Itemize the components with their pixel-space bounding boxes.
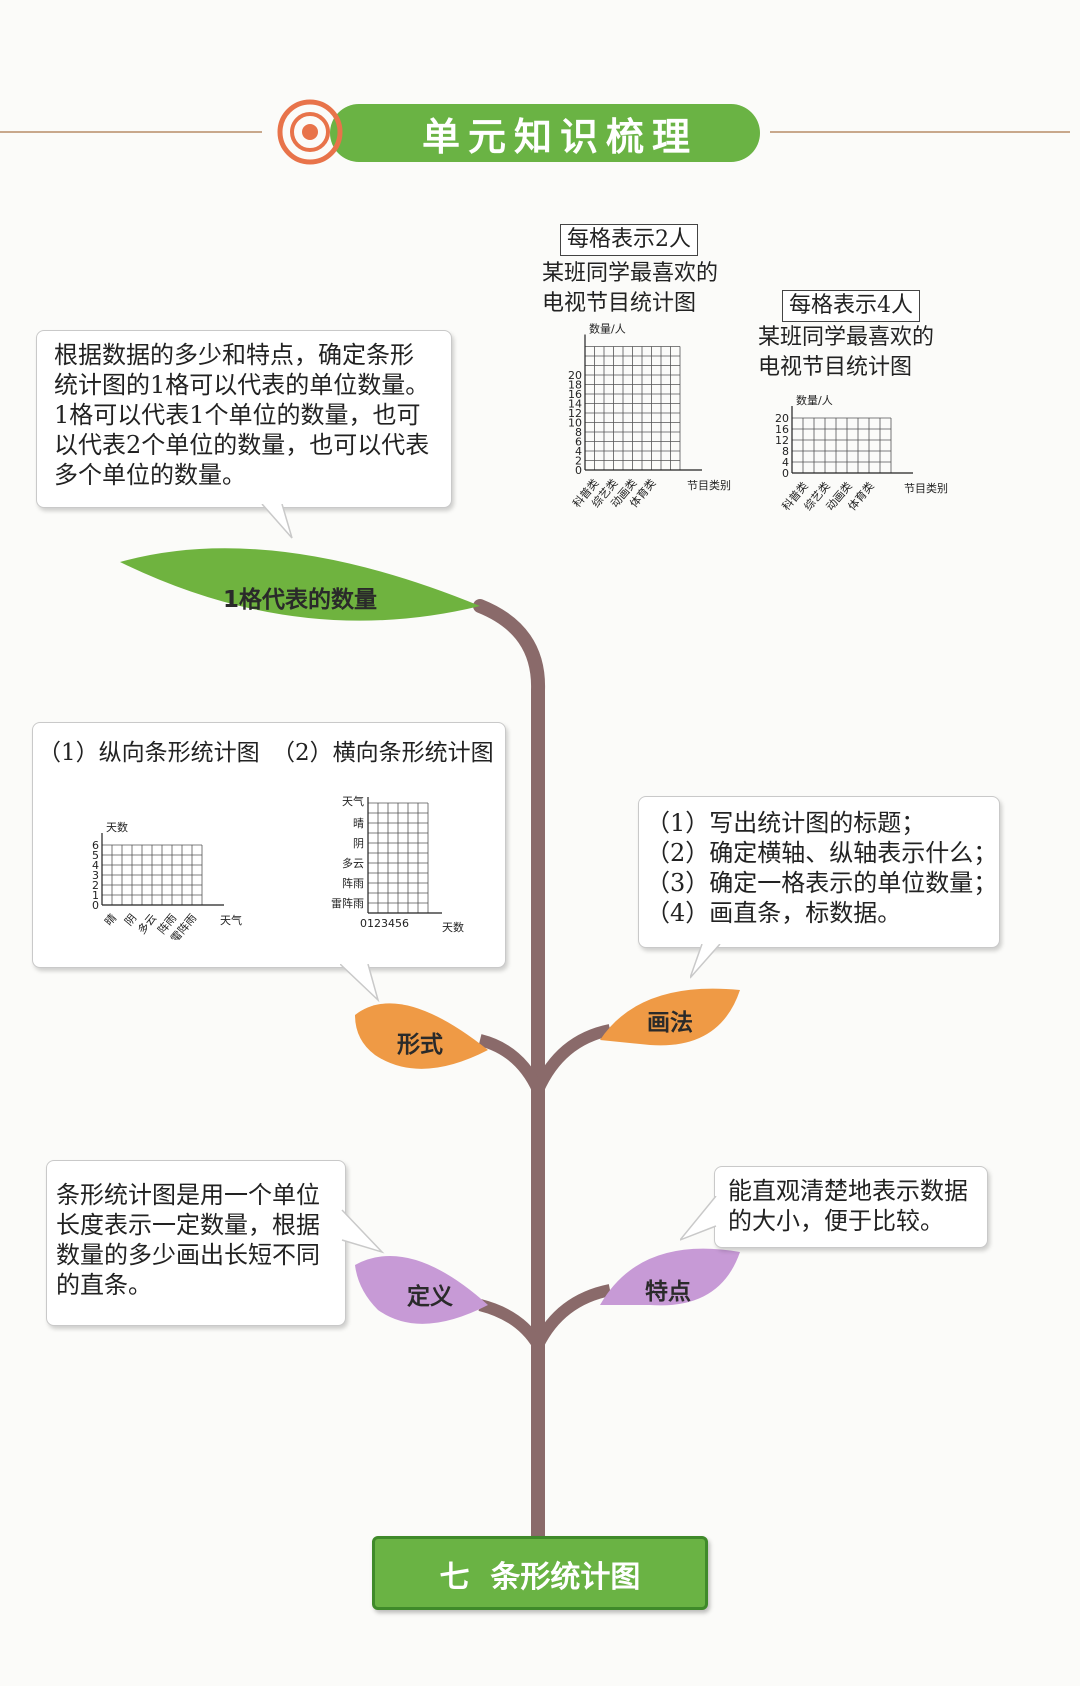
- category-label: 阴: [353, 837, 364, 850]
- y-axis-label: 天气: [342, 794, 364, 808]
- leaf-top: [120, 548, 480, 621]
- y-axis-label: 数量/人: [796, 395, 833, 407]
- root-topic-box: [372, 1536, 708, 1610]
- category-label: 雷阵雨: [331, 896, 364, 910]
- y-tick-label: 5: [92, 849, 99, 862]
- chart-right-title-line2: 电视节目统计图: [758, 355, 913, 380]
- category-label: 晴: [353, 817, 364, 830]
- category-label: 多云: [342, 856, 364, 870]
- y-tick-label: 12: [568, 407, 582, 420]
- y-tick-label: 16: [568, 388, 582, 401]
- category-label: 晴: [102, 912, 119, 929]
- definition-box: [46, 1160, 346, 1326]
- chart-right-scale-tag: 每格表示4人: [782, 290, 920, 322]
- leaf-method-label: 画法: [647, 1010, 693, 1036]
- x-axis-label: 天数: [442, 921, 464, 934]
- drawing-step-1: （1）写出统计图的标题；: [646, 809, 926, 837]
- form-label-horizontal: （2）横向条形统计图: [272, 740, 494, 766]
- y-tick-label: 20: [775, 412, 789, 425]
- y-tick-label: 0: [575, 464, 582, 477]
- category-label: 多云: [134, 911, 159, 937]
- chart-left-title-line1: 某班同学最喜欢的: [542, 261, 719, 286]
- y-tick-label: 0: [782, 467, 789, 480]
- y-tick-label: 0: [92, 899, 99, 912]
- y-tick-label: 2: [92, 879, 99, 892]
- chart-left-title-line2: 电视节目统计图: [542, 291, 697, 316]
- leaf-feature-label: 特点: [645, 1279, 691, 1305]
- y-tick-label: 1: [92, 889, 99, 902]
- header-swirl-icon: [277, 99, 343, 165]
- y-tick-label: 6: [92, 839, 99, 852]
- y-axis-label: 天数: [106, 821, 128, 834]
- header-decoration: [0, 99, 1070, 165]
- y-tick-label: 6: [575, 436, 582, 449]
- x-axis-label: 天气: [220, 913, 242, 927]
- root-topic-label: 七 条形统计图: [439, 1560, 641, 1595]
- leaf-definition-label: 定义: [407, 1284, 453, 1310]
- page-title: 单元知识梳理: [421, 114, 698, 159]
- y-tick-label: 2: [575, 455, 582, 468]
- drawing-step-2: （2）确定横轴、纵轴表示什么；: [646, 839, 998, 867]
- chart-left-scale-tag: 每格表示2人: [560, 224, 698, 256]
- leaf-definition: [355, 1256, 488, 1324]
- leaf-feature: [600, 1248, 740, 1306]
- category-label: 阵雨: [342, 876, 364, 890]
- unit-explanation-box: [36, 330, 452, 508]
- leaf-form-label: 形式: [397, 1032, 443, 1058]
- y-tick-label: 12: [775, 434, 789, 447]
- feature-box: [714, 1166, 988, 1248]
- y-tick-label: 20: [568, 369, 582, 382]
- y-tick-label: 4: [575, 445, 582, 458]
- steps-box-pointer: [690, 944, 721, 979]
- feature-text: 能直观清楚地表示数据 的大小，便于比较。: [728, 1177, 968, 1235]
- y-axis-label: 数量/人: [589, 323, 626, 336]
- definition-box-pointer: [341, 1209, 385, 1254]
- drawing-step-4: （4）画直条，标数据。: [646, 899, 902, 927]
- drawing-step-3: （3）确定一格表示的单位数量；: [646, 869, 998, 897]
- y-tick-label: 18: [568, 379, 582, 392]
- x-axis-label: 节目类别: [687, 478, 731, 492]
- leaf-top-label: 1格代表的数量: [222, 587, 377, 613]
- y-tick-label: 10: [568, 417, 582, 430]
- feature-box-pointer: [680, 1196, 717, 1241]
- vertical-bar-chart-grid: 0123456天数天气晴阴多云阵雨雷阵雨: [92, 821, 242, 940]
- drawing-steps-box: [638, 796, 1000, 948]
- y-tick-label: 16: [775, 423, 789, 436]
- leaf-method: [600, 988, 740, 1046]
- leaf-form: [355, 1003, 488, 1069]
- y-tick-label: 14: [568, 398, 582, 411]
- form-label-vertical: （1）纵向条形统计图: [38, 740, 260, 766]
- y-tick-label: 4: [92, 859, 99, 872]
- unit-box-pointer: [261, 504, 293, 539]
- y-tick-label: 8: [782, 445, 789, 458]
- x-tick-labels: 0123456: [360, 917, 409, 930]
- y-tick-label: 3: [92, 869, 99, 882]
- y-tick-label: 4: [782, 456, 789, 469]
- unit-explanation-text: 根据数据的多少和特点，确定条形 统计图的1格可以代表的单位数量。 1格可以代表1…: [54, 341, 430, 489]
- x-axis-label: 节目类别: [904, 481, 948, 495]
- chart-right-title-line1: 某班同学最喜欢的: [758, 325, 935, 350]
- form-box-pointer: [340, 964, 380, 1003]
- y-tick-label: 8: [575, 426, 582, 439]
- definition-text: 条形统计图是用一个单位 长度表示一定数量，根据 数量的多少画出长短不同 的直条。: [56, 1181, 320, 1299]
